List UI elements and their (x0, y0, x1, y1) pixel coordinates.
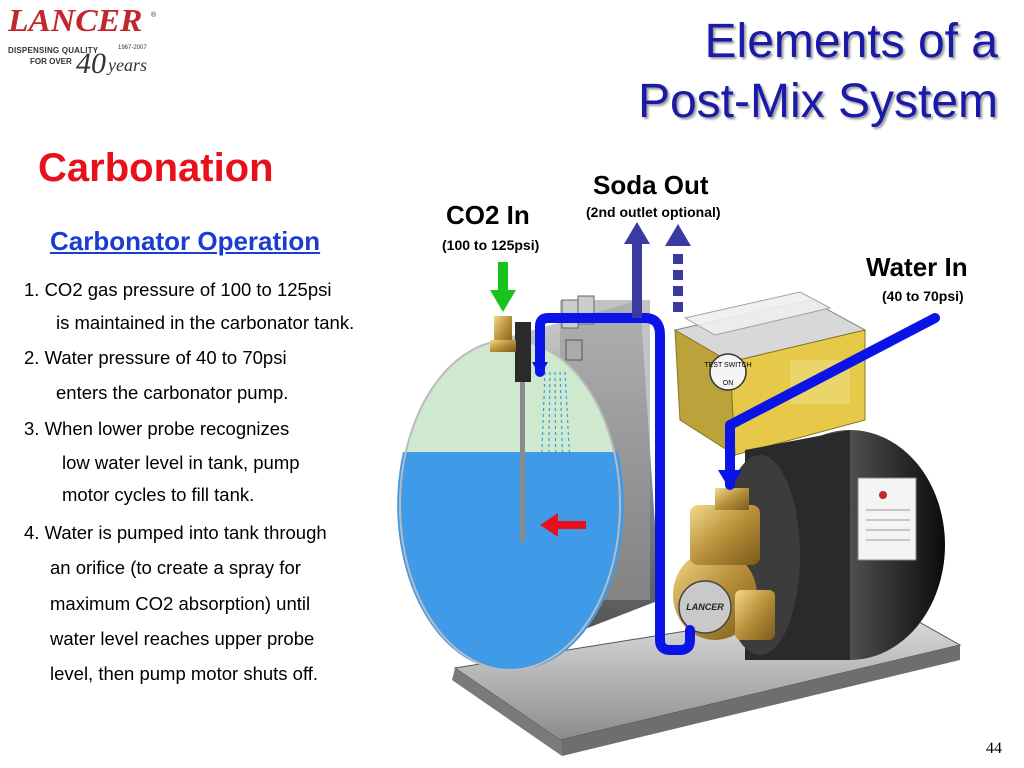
test-switch-dial (709, 353, 747, 391)
logo-registered-mark: ® (151, 12, 157, 19)
soda-out-note: (2nd outlet optional) (586, 204, 721, 220)
logo-brand-text: LANCER (8, 2, 143, 38)
brass-pump: LANCER (673, 488, 775, 640)
logo-tagline-line1: DISPENSING QUALITY (8, 46, 99, 55)
motor-label-plate (857, 477, 917, 561)
logo-years-word: years (108, 55, 147, 75)
logo-tagline-line2: FOR OVER (30, 57, 72, 66)
spray-nozzle-arrowhead (532, 362, 548, 376)
step-4-line1: 4. Water is pumped into tank through (24, 522, 327, 543)
section-title: Carbonation (38, 146, 274, 190)
pump-label-disc (678, 580, 732, 634)
step-2-line1: 2. Water pressure of 40 to 70psi (24, 347, 287, 368)
slide-title-line2: Post-Mix System (637, 75, 998, 128)
pump-brand-label: LANCER (686, 602, 724, 612)
test-switch-label: TEST SWITCH (704, 362, 751, 369)
co2-in-arrow (490, 262, 516, 312)
step-1-line1: 1. CO2 gas pressure of 100 to 125psi (24, 279, 332, 300)
step-4-line5: level, then pump motor shuts off. (50, 663, 319, 684)
page-number: 44 (986, 740, 1002, 757)
step-3-line1: 3. When lower probe recognizes (24, 418, 290, 439)
logo-years-range: 1967-2007 (118, 45, 147, 51)
logo-years-number: 40 (76, 47, 106, 80)
step-3-line2: low water level in tank, pump (62, 452, 300, 473)
test-switch-on-label: ON (723, 380, 734, 387)
water-flow-path (535, 313, 940, 655)
soda-out-optional-arrow (665, 224, 691, 312)
level-probe (515, 322, 531, 542)
water-in-arrowhead (718, 470, 742, 490)
co2-pressure-label: (100 to 125psi) (442, 237, 540, 253)
step-1-line2: is maintained in the carbonator tank. (56, 312, 355, 333)
probe-level-arrow (540, 513, 586, 537)
co2-in-label: CO2 In (446, 200, 530, 230)
slide-title-line1: Elements of a (704, 15, 998, 68)
water-pressure-label: (40 to 70psi) (882, 288, 964, 304)
tank-water-level (397, 452, 624, 671)
step-3-line3: motor cycles to fill tank. (62, 484, 255, 505)
soda-out-label: Soda Out (593, 170, 709, 200)
subheading: Carbonator Operation (50, 226, 321, 256)
soda-out-arrow (624, 222, 650, 318)
water-in-label: Water In (866, 252, 968, 282)
co2-inlet-fitting (494, 316, 512, 346)
step-4-line3: maximum CO2 absorption) until (50, 593, 311, 614)
step-4-line4: water level reaches upper probe (50, 628, 315, 649)
step-2-line2: enters the carbonator pump. (56, 382, 289, 403)
step-4-line2: an orifice (to create a spray for (50, 557, 301, 578)
